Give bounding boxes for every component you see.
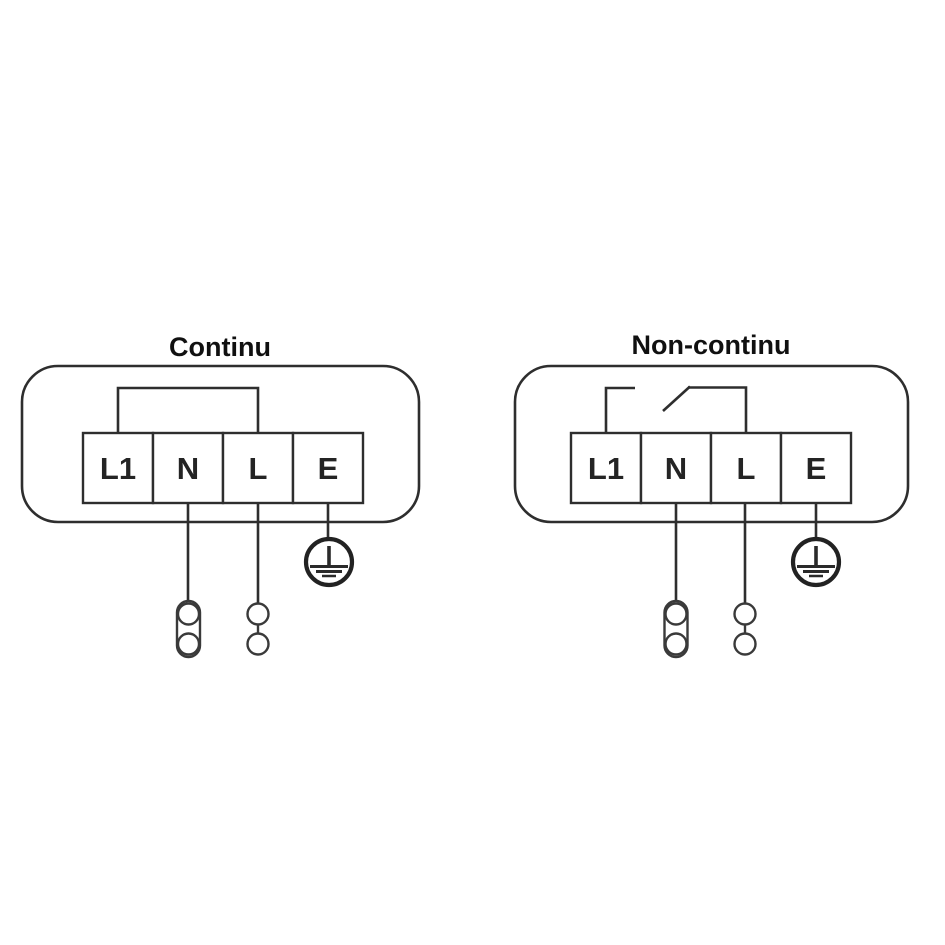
bridge-wire-solid — [116, 386, 260, 433]
switch-output-wire — [688, 386, 748, 433]
terminal-label-l1: L1 — [588, 451, 624, 486]
device-enclosure — [20, 364, 421, 524]
live-wire-connector — [246, 602, 270, 656]
diagram-title-continu: Continu — [169, 332, 271, 362]
earth-symbol — [790, 536, 842, 588]
device-enclosure — [513, 364, 910, 524]
terminal-label-l1: L1 — [100, 451, 136, 486]
terminal-label-n: N — [665, 451, 687, 486]
terminal-box-l — [709, 431, 783, 505]
diagram-title-non-continu: Non-continu — [632, 330, 791, 360]
neutral-wire-connector — [663, 599, 689, 659]
diagram-non-continu: Non-continu L1 N L E — [513, 330, 910, 659]
live-wire-connector — [733, 602, 757, 656]
earth-symbol — [303, 536, 355, 588]
terminal-label-n: N — [177, 451, 199, 486]
terminal-label-e: E — [318, 451, 339, 486]
switch-blade — [662, 385, 691, 412]
neutral-wire-connector — [175, 599, 202, 659]
bridge-wire-switch — [604, 385, 748, 433]
terminal-label-l: L — [737, 451, 756, 486]
terminal-box-l1 — [81, 431, 155, 505]
terminal-label-e: E — [806, 451, 827, 486]
terminal-label-l: L — [249, 451, 268, 486]
terminal-box-e — [291, 431, 365, 505]
switch-fixed-contact — [604, 386, 635, 433]
diagram-continu: Continu L1 N L E — [20, 332, 421, 659]
terminal-box-l1 — [569, 431, 643, 505]
